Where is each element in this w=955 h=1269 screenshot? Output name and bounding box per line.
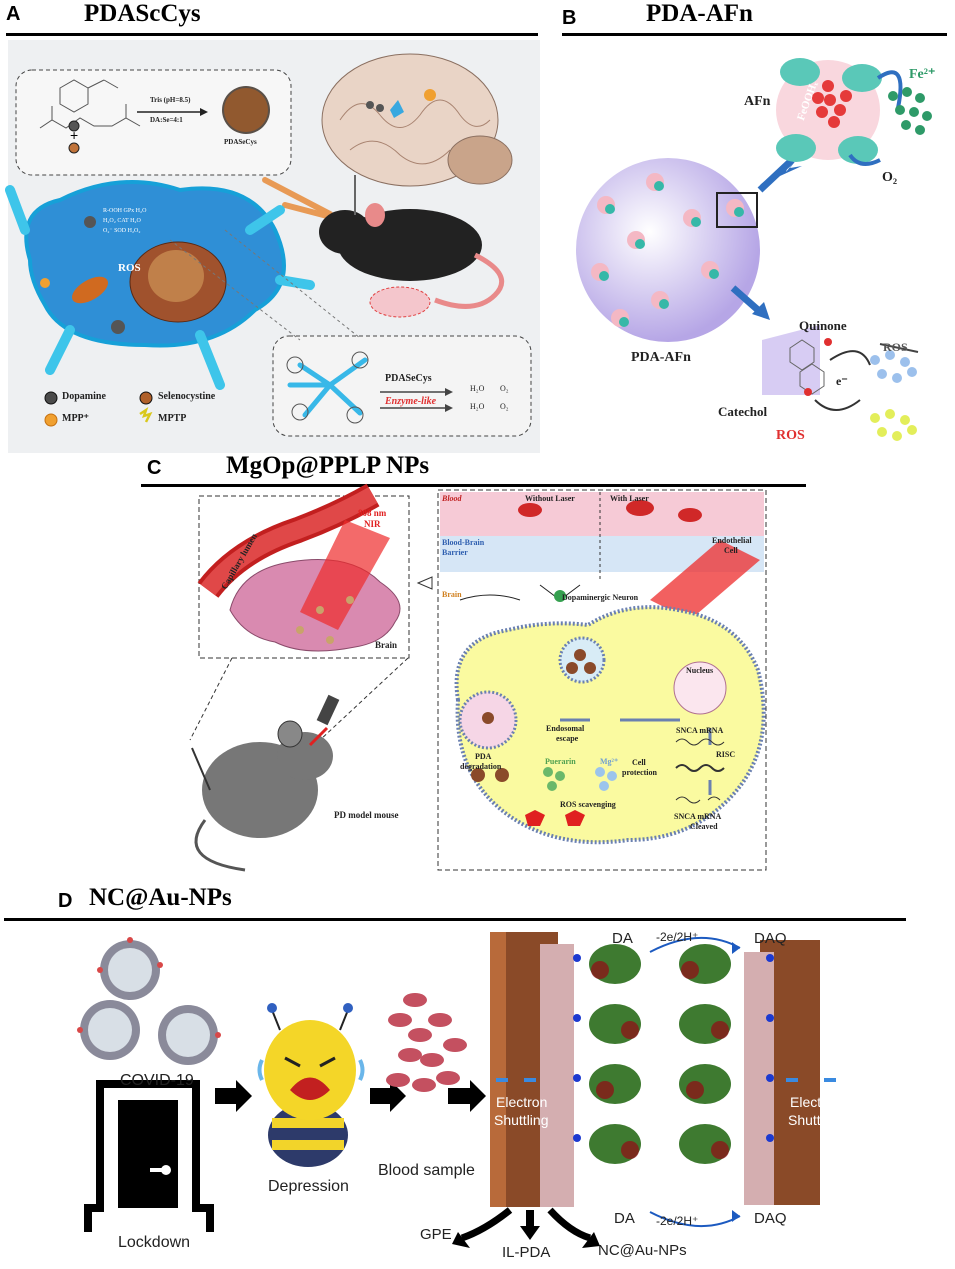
ros-scavenging-label: ROS scavenging (560, 800, 616, 809)
virus-icon (77, 937, 221, 1065)
da-top-label: DA (612, 930, 633, 947)
nc-au-label: NC@Au-NPs (598, 1242, 687, 1259)
enzyme-name: PDASeCys (385, 373, 432, 384)
bbb-label-1: Blood-Brain (442, 538, 485, 547)
escape-label-2: escape (556, 734, 579, 743)
synthesis-product: PDASeCys (224, 138, 257, 146)
panel-a-rule (6, 33, 538, 36)
particle-label: PDA-AFn (631, 350, 691, 365)
reaction-bottom-label: -2e/2H⁺ (656, 1214, 699, 1228)
enzyme-product-3: H₂O (470, 402, 485, 411)
mg-label: Mg²⁺ (600, 757, 619, 766)
fe-label: Fe²⁺ (909, 67, 936, 82)
panel-d-title: NC@Au-NPs (89, 884, 232, 911)
laser-type: NIR (364, 519, 381, 529)
il-pda-label: IL-PDA (502, 1244, 551, 1261)
without-laser-label: Without Laser (525, 494, 575, 503)
with-laser-label: With Laser (610, 494, 649, 503)
reaction-top-label: -2e/2H⁺ (656, 930, 699, 944)
escape-label-1: Endosomal (546, 724, 585, 733)
panel-b-letter: B (562, 7, 577, 29)
panel-a-letter: A (6, 3, 21, 25)
daq-bottom-label: DAQ (754, 1210, 787, 1227)
snca-label: SNCA mRNA (676, 726, 724, 735)
panel-d-rule (4, 918, 906, 921)
legend-selenocystine: Selenocystine (158, 391, 216, 402)
endothelial-label-1: Endothelial (712, 536, 752, 545)
risc-label: RISC (716, 750, 736, 759)
cell-protection-label-1: Cell (632, 758, 646, 767)
svg-text:+: + (70, 127, 78, 143)
depression-label: Depression (268, 1178, 349, 1195)
reaction-3-product: H₂O₂ (127, 228, 141, 234)
synthesis-condition-1: Tris (pH=8.5) (150, 96, 191, 104)
quinone-label: Quinone (799, 318, 847, 333)
lockdown-label: Lockdown (118, 1234, 191, 1251)
enzyme-product-2: O₂ (500, 384, 509, 393)
shuttle-left-2: Shuttling (494, 1112, 549, 1128)
synthesis-condition-2: DA:Se=4:1 (150, 116, 183, 124)
enzyme-subtitle: Enzyme-like (385, 396, 437, 407)
cleaved-label-1: SNCA mRNA (674, 812, 722, 821)
reaction-3-enzyme: SOD (114, 228, 127, 234)
da-bottom-label: DA (614, 1210, 635, 1227)
bbb-label-2: Barrier (442, 548, 468, 557)
reaction-2-enzyme: CAT (117, 218, 129, 224)
panel-a-title: PDAScCys (84, 0, 201, 27)
laser-wavelength: 808 nm (358, 508, 387, 518)
shuttle-left-1: Electron (496, 1094, 548, 1110)
brain-label-right: Brain (442, 590, 462, 599)
panel-c-letter: C (147, 457, 162, 479)
endothelial-label-2: Cell (724, 546, 738, 555)
nucleus-label: Nucleus (686, 666, 714, 675)
blood-label: Blood (442, 494, 462, 503)
brain-label-left: Brain (375, 640, 398, 650)
mouse-label: PD model mouse (334, 810, 399, 820)
ros-scavenged-label: ROS (883, 340, 908, 354)
reaction-1-enzyme: GPx (123, 208, 135, 214)
reaction-2-product: H₂O (130, 218, 141, 224)
panel-b-rule (562, 33, 947, 36)
electron-label: e⁻ (836, 374, 848, 388)
cell-protection-label-2: protection (622, 768, 657, 777)
panel-c-rule (141, 484, 806, 487)
puerarin-label: Puerarin (545, 757, 576, 766)
legend-mpp: MPP⁺ (62, 413, 89, 424)
afn-label: AFn (744, 94, 771, 109)
enzyme-product-1: H₂O (470, 384, 485, 393)
o2-label: O₂ (882, 170, 898, 185)
neuron-label: Dopaminergic Neuron (562, 593, 639, 602)
enzyme-product-4: O₂ (500, 402, 509, 411)
gpe-label: GPE (420, 1226, 452, 1243)
pda-label-2: degradation (460, 762, 502, 771)
shuttle-right-1: Electron (790, 1094, 842, 1110)
reaction-1-product: H₂O (135, 208, 147, 214)
reaction-1-reactant: R-OOH (103, 208, 122, 214)
panel-d-letter: D (58, 890, 73, 912)
panel-b-title: PDA-AFn (646, 0, 753, 27)
legend-dopamine: Dopamine (62, 391, 106, 402)
covid-label: COVID-19 (120, 1072, 194, 1089)
ros-input-label: ROS (776, 428, 805, 443)
panel-c-title: MgOp@PPLP NPs (226, 452, 430, 479)
reaction-list: R-OOH GPx H₂O H₂O₂ CAT H₂O O₂⁻ SOD H₂O₂ (103, 206, 183, 236)
cleaved-label-2: Cleaved (690, 822, 718, 831)
daq-top-label: DAQ (754, 930, 787, 947)
reaction-3-reactant: O₂⁻ (103, 228, 113, 234)
blood-sample-label: Blood sample (378, 1162, 475, 1179)
legend-mptp: MPTP (158, 413, 187, 424)
reaction-2-reactant: H₂O₂ (103, 218, 116, 224)
cell-ros-label: ROS (118, 262, 141, 274)
shuttle-right-2: Shuttling (788, 1112, 843, 1128)
pda-label-1: PDA (475, 752, 492, 761)
catechol-label: Catechol (718, 404, 768, 419)
